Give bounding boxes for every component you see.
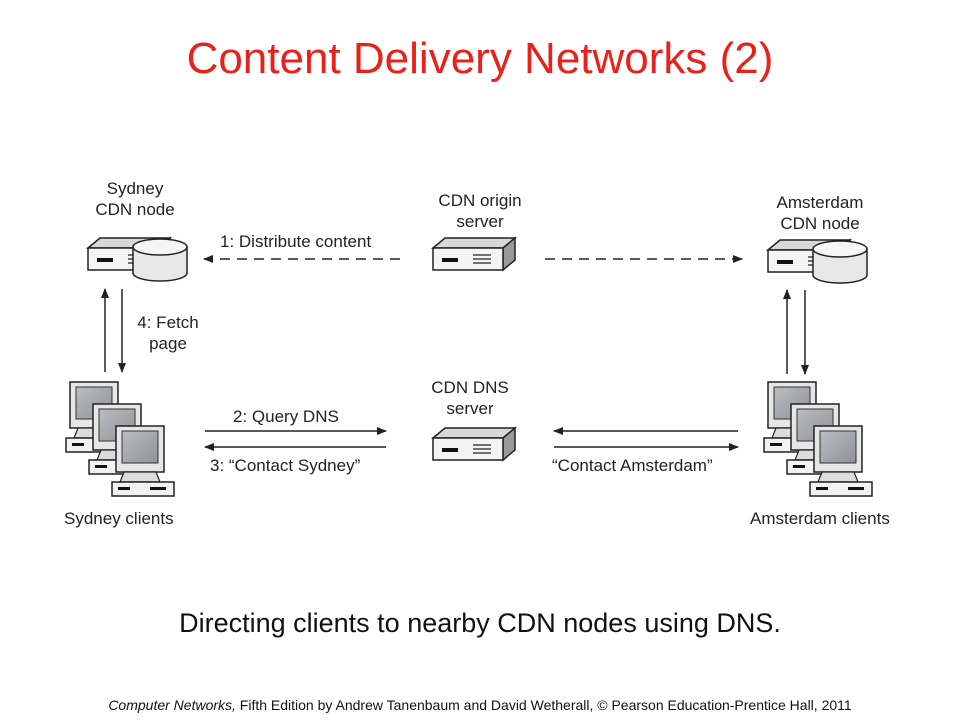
amsterdam-node-label-line1: Amsterdam xyxy=(776,193,864,212)
amsterdam-node-label: Amsterdam CDN node xyxy=(750,192,890,234)
fetch-page-label: 4: Fetch page xyxy=(128,312,208,354)
footer-credit: Computer Networks, Fifth Edition by Andr… xyxy=(0,697,960,713)
origin-server-label-line2: server xyxy=(456,212,504,231)
amsterdam-clients-icon xyxy=(763,381,873,497)
fetch-page-label-line2: page xyxy=(149,334,187,353)
amsterdam-node-label-line2: CDN node xyxy=(780,214,860,233)
dns-server-label-line1: CDN DNS xyxy=(431,378,509,397)
fetch-page-label-line1: 4: Fetch xyxy=(137,313,199,332)
contact-amsterdam-label: “Contact Amsterdam” xyxy=(552,456,713,475)
dns-server-label: CDN DNS server xyxy=(415,377,525,419)
dns-server-label-line2: server xyxy=(446,399,494,418)
distribute-content-label: 1: Distribute content xyxy=(220,232,372,251)
footer-rest: Fifth Edition by Andrew Tanenbaum and Da… xyxy=(235,697,852,713)
amsterdam-clients-label: Amsterdam clients xyxy=(750,509,890,528)
origin-server-label-line1: CDN origin xyxy=(438,191,522,210)
sydney-node-server-icon xyxy=(87,237,188,282)
slide-title: Content Delivery Networks (2) xyxy=(186,34,774,83)
origin-server-icon xyxy=(432,237,516,271)
amsterdam-node-server-icon xyxy=(767,239,868,284)
sydney-node-label-line1: Sydney xyxy=(106,179,164,198)
dns-server-icon xyxy=(432,427,516,461)
sydney-clients-icon xyxy=(65,381,175,497)
sydney-node-label: Sydney CDN node xyxy=(70,178,200,220)
figure-caption: Directing clients to nearby CDN nodes us… xyxy=(179,608,781,638)
contact-sydney-label: 3: “Contact Sydney” xyxy=(210,456,361,475)
footer-book-title: Computer Networks, xyxy=(108,697,236,713)
sydney-clients-label: Sydney clients xyxy=(64,509,174,528)
query-dns-label: 2: Query DNS xyxy=(233,407,339,426)
origin-server-label: CDN origin server xyxy=(405,190,555,232)
sydney-node-label-line2: CDN node xyxy=(95,200,175,219)
